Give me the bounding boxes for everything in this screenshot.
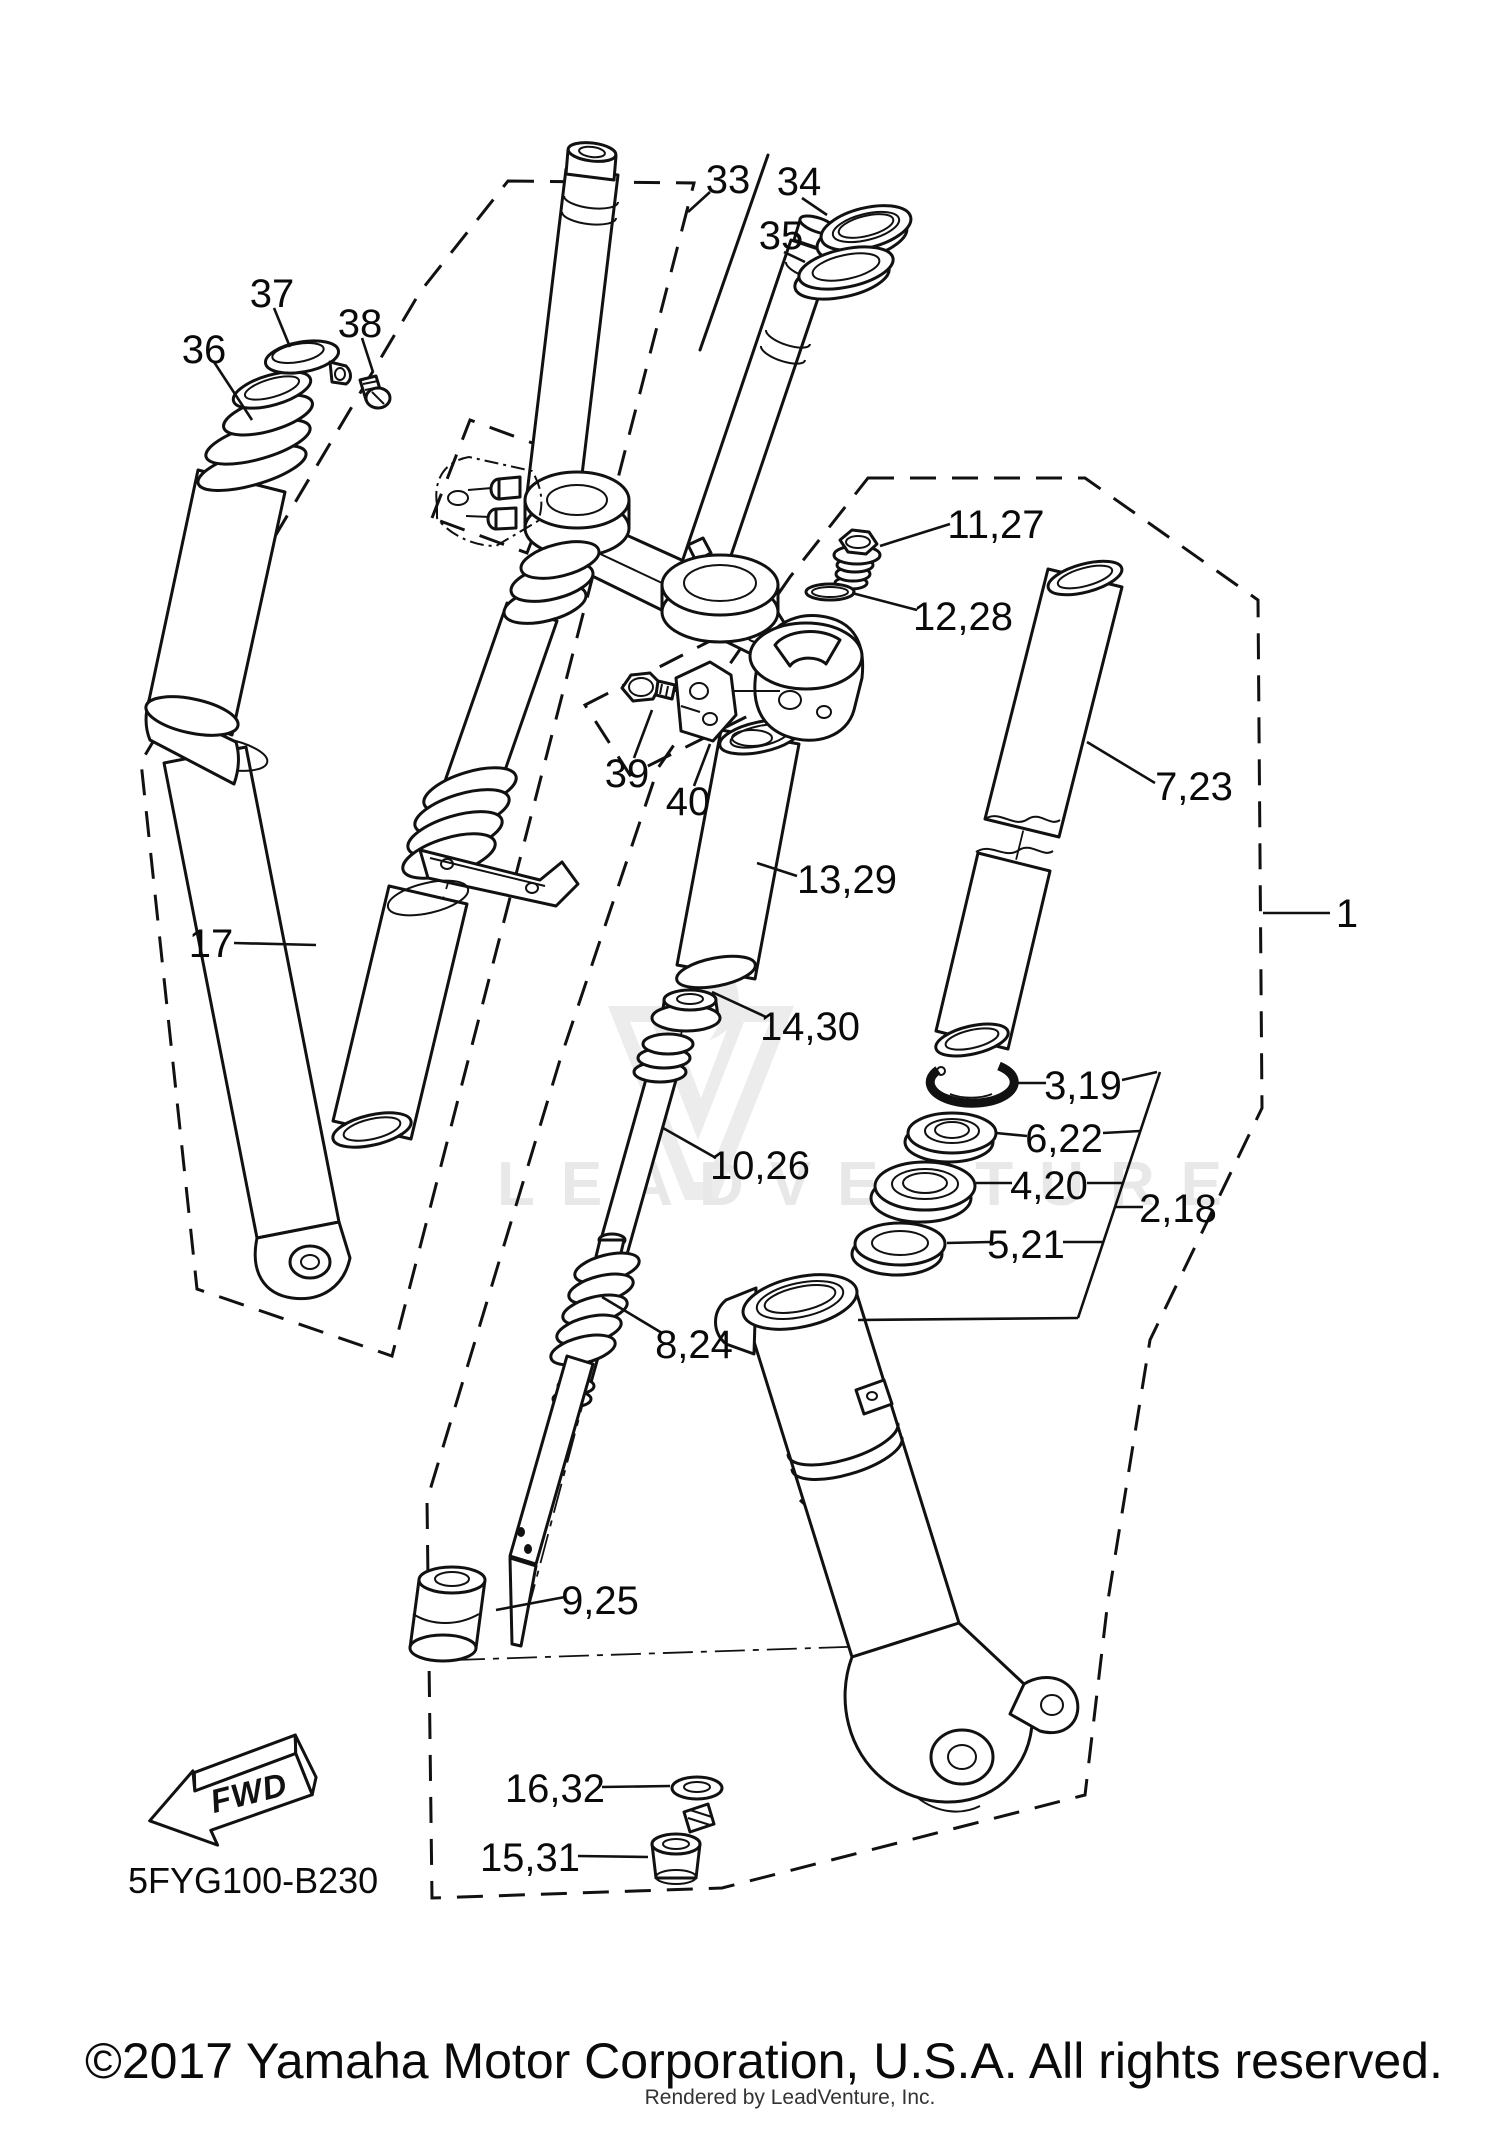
- callout-17: 17: [189, 922, 234, 966]
- callout-15-31: 15,31: [480, 1836, 580, 1880]
- callout-3-19: 3,19: [1044, 1064, 1122, 1108]
- seal-stack-bracket: [857, 1071, 1162, 1322]
- inner-tube-13-29: [675, 718, 802, 990]
- rebound-spring-8-24: [508, 1232, 641, 1648]
- protector-holder-40: [674, 660, 738, 743]
- leader-lines: [212, 191, 1330, 1859]
- lower-bracket: [502, 470, 865, 747]
- callout-7-23: 7,23: [1155, 765, 1233, 809]
- fwd-arrow: FWD: [148, 1733, 318, 1847]
- callout-34: 34: [777, 160, 822, 204]
- callout-14-30: 14,30: [760, 1005, 860, 1049]
- callout-5-21: 5,21: [987, 1223, 1065, 1267]
- callout-11-27: 11,27: [947, 503, 1044, 547]
- oil-lock-piece-9-25: [408, 1565, 487, 1663]
- callout-35: 35: [759, 214, 804, 258]
- pinch-bolt-39: [620, 671, 780, 703]
- spring-seat-14-30: [650, 988, 722, 1033]
- callout-1: 1: [1336, 892, 1358, 936]
- drawing-code: 5FYG100-B230: [128, 1860, 378, 1901]
- o-ring-12-28: [804, 582, 856, 602]
- left-assembly-boundary: [139, 179, 696, 1358]
- clamp-screw-38: [358, 374, 392, 410]
- callout-9-25: 9,25: [561, 1579, 639, 1623]
- renderer-credit: Rendered by LeadVenture, Inc.: [645, 2086, 936, 2109]
- callout-39: 39: [605, 752, 650, 796]
- right-outer-tube: [714, 1273, 1080, 1813]
- callout-6-22: 6,22: [1025, 1117, 1103, 1161]
- cap-bolt-11-27: [832, 528, 882, 591]
- snap-ring-3-19: [925, 1061, 1019, 1108]
- spacer-tube-7-23: [934, 559, 1124, 1058]
- exploded-parts-boundary: [425, 476, 1264, 1900]
- reflector-bracket-boundary: [430, 418, 567, 555]
- callout-12-28: 12,28: [913, 595, 1013, 639]
- copyright-notice: ©2017 Yamaha Motor Corporation, U.S.A. A…: [85, 2033, 1443, 2089]
- callout-37: 37: [250, 272, 295, 316]
- leadventure-watermark: LEADVENTURE: [497, 942, 1222, 1219]
- seal-4-20: [869, 1160, 977, 1224]
- center-fork-leg: [331, 601, 580, 1149]
- callout-33: 33: [706, 158, 751, 202]
- under-bracket-assembly: [435, 141, 913, 747]
- callout-8-24: 8,24: [655, 1323, 733, 1367]
- callout-13-29: 13,29: [797, 858, 897, 902]
- left-fork-leg: [144, 370, 352, 1301]
- fork-boot: [144, 370, 314, 786]
- callout-4-20: 4,20: [1010, 1164, 1088, 1208]
- dashed-boundaries: [139, 179, 1264, 1900]
- callout-38: 38: [338, 302, 383, 346]
- washer-5-21: [850, 1221, 947, 1277]
- callout-10-26: 10,26: [710, 1144, 810, 1188]
- bearing-race-35: [793, 245, 895, 301]
- callout-40: 40: [666, 780, 711, 824]
- bolt-15-31: [650, 1802, 716, 1885]
- boot-clamp-37: [263, 339, 352, 386]
- reflector-bracket: [435, 455, 543, 548]
- callout-36: 36: [182, 328, 227, 372]
- centerlines: [199, 239, 1086, 1661]
- seal-6-22: [903, 1111, 998, 1164]
- callout-16-32: 16,32: [505, 1767, 605, 1811]
- callout-2-18: 2,18: [1139, 1187, 1217, 1231]
- left-inner-tube: [524, 141, 620, 510]
- washer-16-32: [670, 1775, 724, 1801]
